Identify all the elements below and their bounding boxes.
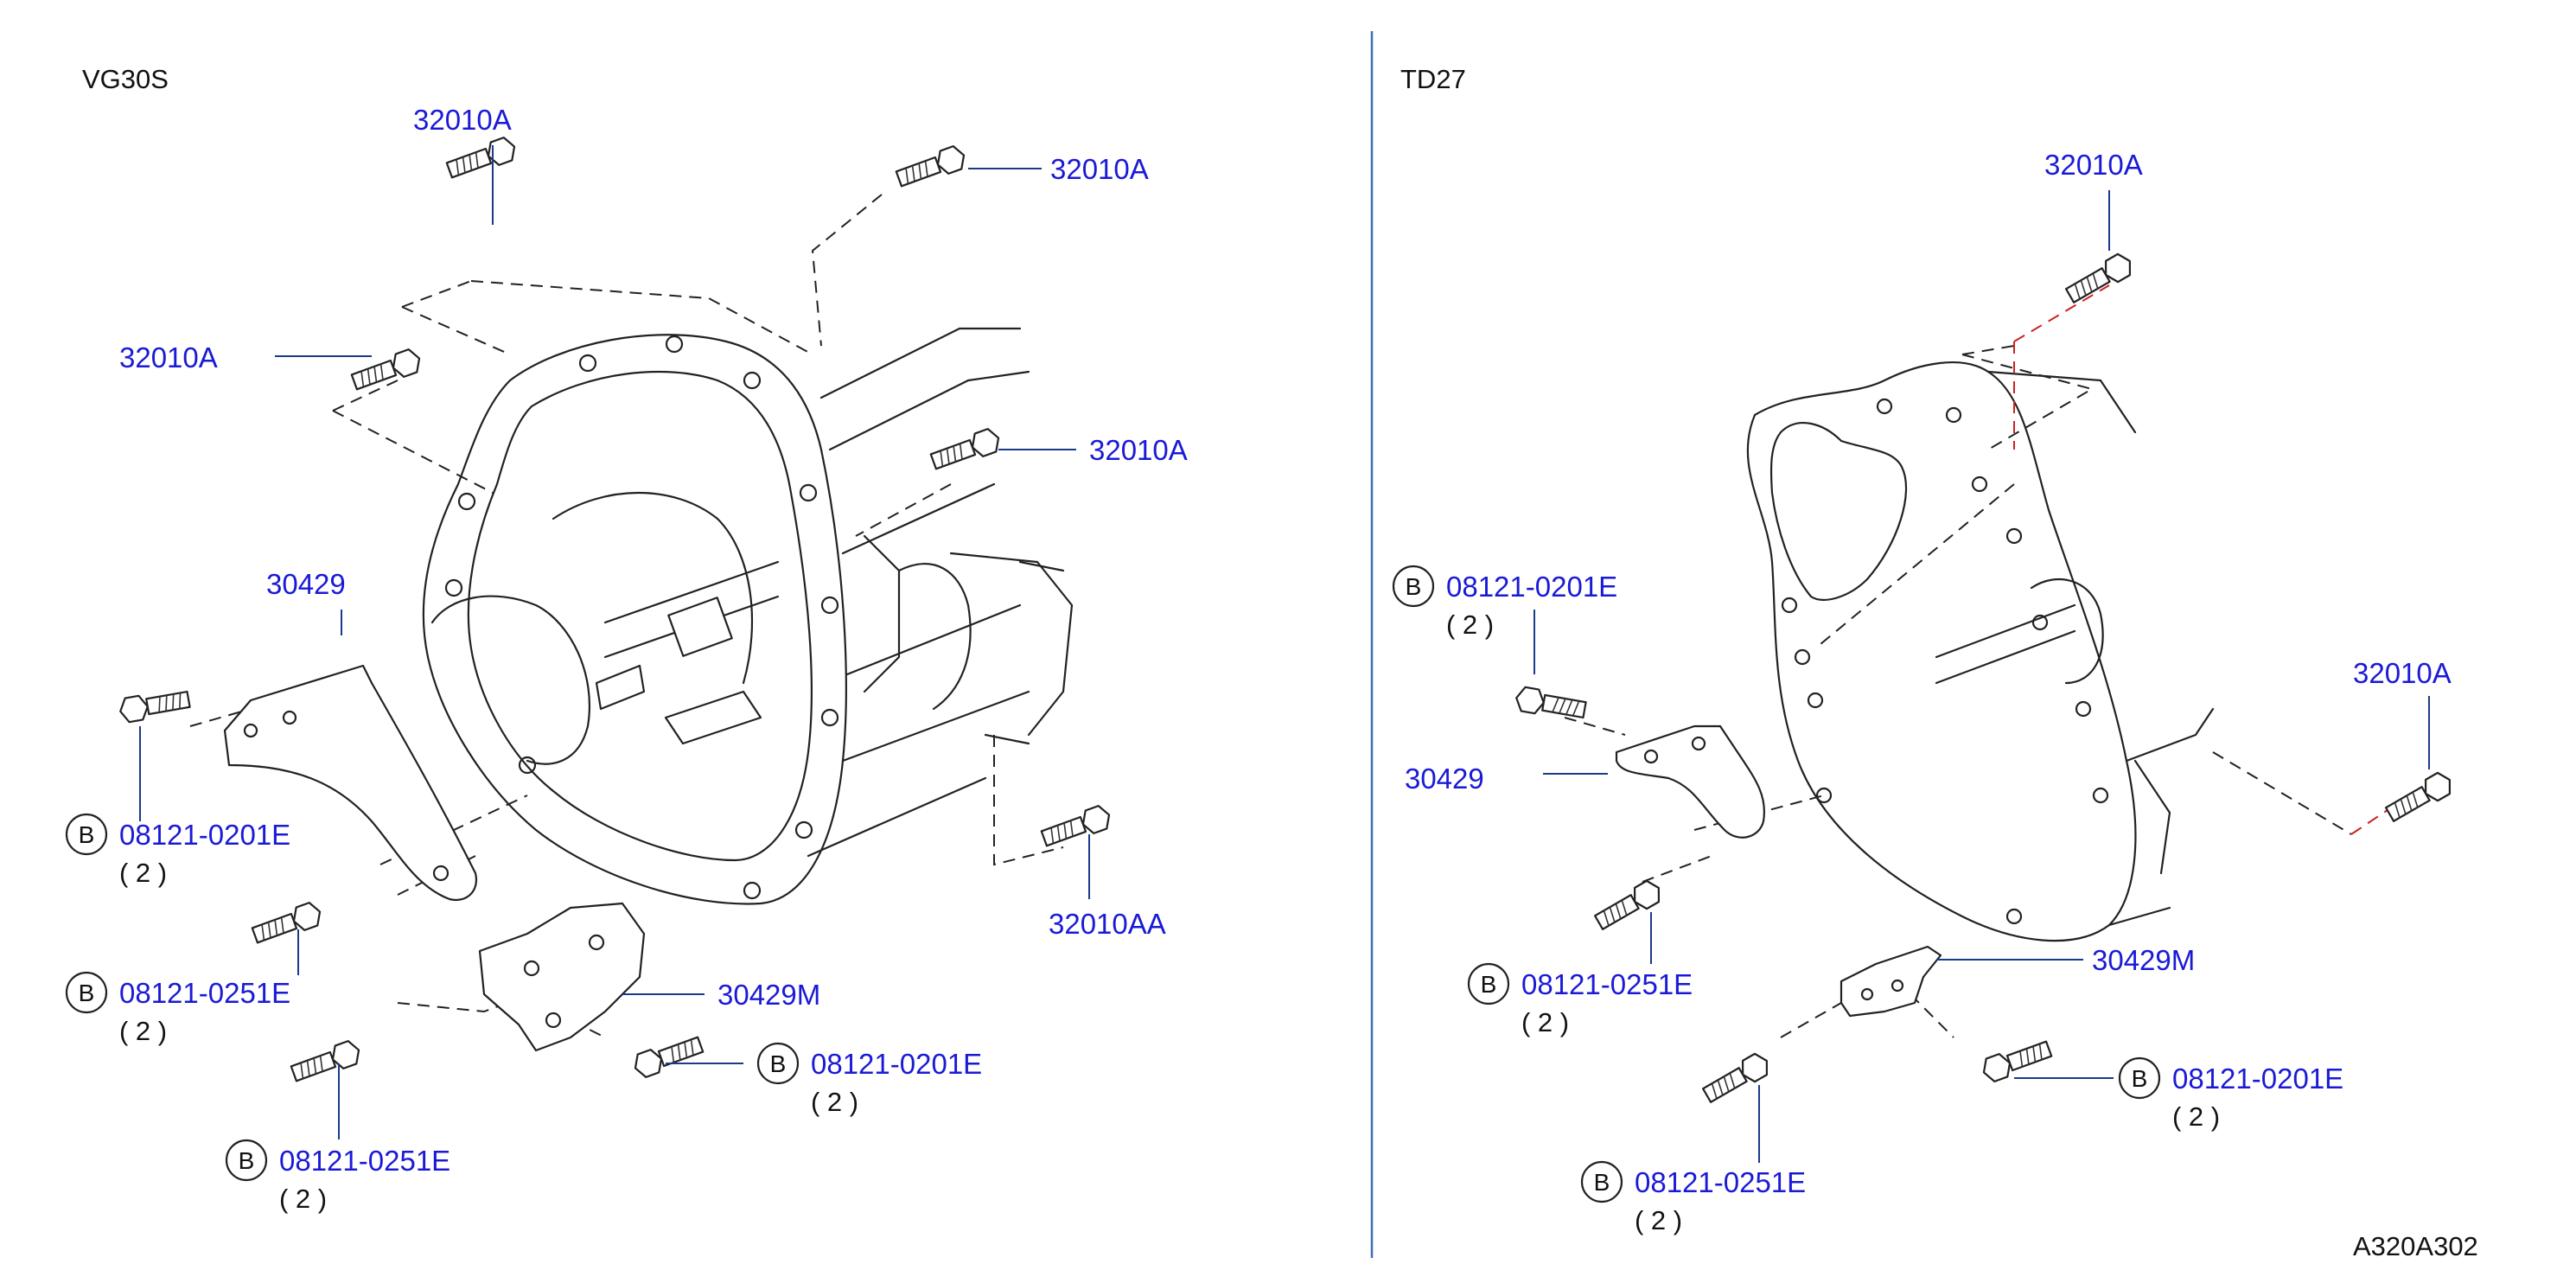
- left-bolt-a-icon: [117, 686, 192, 724]
- left-callout-bolt-c: B 08121-0201E ( 2 ): [756, 1042, 982, 1117]
- right-path-top: [1961, 345, 2095, 450]
- left-bolt-left-icon: [348, 346, 424, 395]
- left-bolt-top-right-icon: [893, 143, 969, 192]
- marker-b-icon: B: [770, 1050, 787, 1077]
- right-path-right: [2212, 751, 2352, 835]
- right-bolt-b-icon: [1591, 876, 1666, 935]
- left-path-upper-right: [811, 194, 883, 347]
- left-label-bolt-left: 32010A: [119, 341, 218, 373]
- marker-b-icon: B: [79, 980, 95, 1006]
- right-bolt-d-qty: ( 2 ): [1635, 1205, 1682, 1235]
- left-bolt-a-qty: ( 2 ): [119, 858, 167, 888]
- left-bracket-30429: [223, 664, 478, 902]
- right-callout-bolt-c: B 08121-0201E ( 2 ): [2118, 1056, 2343, 1132]
- left-path-bolt-d: [397, 985, 554, 1013]
- right-callout-bolt-a: B 08121-0201E ( 2 ): [1392, 565, 1617, 640]
- right-bolt-b-qty: ( 2 ): [1521, 1007, 1569, 1037]
- right-bolt-top-icon: [2063, 249, 2137, 308]
- left-bolt-b-qty: ( 2 ): [119, 1016, 167, 1046]
- right-bolt-right-icon: [2382, 768, 2457, 827]
- left-label-bolt-top-right: 32010A: [1050, 153, 1149, 185]
- right-bolt-a-icon: [1513, 685, 1588, 724]
- left-bolt-top-icon: [443, 134, 520, 183]
- left-bolt-mid-right-icon: [928, 425, 1004, 475]
- right-path-right-red: [2350, 799, 2404, 835]
- right-bolt-c-part: 08121-0201E: [2172, 1063, 2343, 1095]
- right-callout-bolt-b: B 08121-0251E ( 2 ): [1467, 962, 1693, 1037]
- right-label-bracket-lower: 30429M: [2092, 944, 2195, 976]
- right-label-bracket: 30429: [1405, 763, 1484, 795]
- right-callout-bolt-d: B 08121-0251E ( 2 ): [1580, 1160, 1806, 1235]
- left-label-bolt-lower-right: 32010AA: [1049, 908, 1166, 940]
- left-path-left: [332, 380, 494, 494]
- left-path-lower-right: [993, 735, 1064, 866]
- left-label-bolt-mid-right: 32010A: [1089, 434, 1188, 466]
- right-path-center: [1814, 483, 2015, 649]
- marker-b-icon: B: [1594, 1169, 1610, 1196]
- left-path-top: [401, 280, 813, 355]
- left-path-mid-right: [855, 483, 952, 537]
- marker-b-icon: B: [1481, 971, 1497, 998]
- left-label-bolt-top: 32010A: [413, 104, 512, 136]
- marker-b-icon: B: [2132, 1065, 2148, 1092]
- right-bolt-c-icon: [1979, 1036, 2055, 1085]
- right-path-bracket-lower: [1780, 993, 1954, 1038]
- left-callout-bolt-d: B 08121-0251E ( 2 ): [225, 1139, 450, 1214]
- right-section-title: TD27: [1400, 64, 1466, 94]
- left-bolt-d-qty: ( 2 ): [279, 1184, 327, 1214]
- diagram-code: A320A302: [2353, 1231, 2478, 1261]
- td27-transmission-housing: [1746, 361, 2215, 942]
- left-bolt-lower-right-icon: [1038, 802, 1114, 852]
- left-bolt-b-icon: [249, 899, 325, 948]
- right-bolt-b-part: 08121-0251E: [1521, 968, 1693, 1000]
- right-bolt-a-qty: ( 2 ): [1446, 610, 1494, 640]
- right-bolt-d-icon: [1699, 1049, 1774, 1107]
- left-bolt-d-part: 08121-0251E: [279, 1145, 450, 1177]
- right-bolt-c-qty: ( 2 ): [2172, 1101, 2220, 1132]
- left-bolt-a-part: 08121-0201E: [119, 819, 290, 851]
- left-label-bracket: 30429: [266, 568, 346, 600]
- marker-b-icon: B: [1406, 573, 1422, 600]
- left-bolt-c-part: 08121-0201E: [811, 1048, 982, 1080]
- right-path-bolt-a: [1564, 717, 1626, 736]
- left-callout-bolt-b: B 08121-0251E ( 2 ): [65, 971, 290, 1046]
- right-bolt-d-part: 08121-0251E: [1635, 1166, 1806, 1198]
- left-section-title: VG30S: [82, 64, 169, 94]
- left-label-bracket-lower: 30429M: [717, 979, 820, 1011]
- right-path-top-red: [2013, 284, 2110, 450]
- left-bracket-30429m: [478, 902, 646, 1052]
- left-bolt-c-qty: ( 2 ): [811, 1087, 858, 1117]
- marker-b-icon: B: [79, 821, 95, 848]
- marker-b-icon: B: [239, 1147, 255, 1174]
- right-label-bolt-top: 32010A: [2044, 149, 2143, 181]
- left-bolt-d-icon: [288, 1037, 364, 1087]
- left-path-bolt-a: [189, 708, 252, 727]
- left-bolt-b-part: 08121-0251E: [119, 977, 290, 1009]
- right-label-bolt-right: 32010A: [2353, 657, 2452, 689]
- left-callout-bolt-a: B 08121-0201E ( 2 ): [65, 813, 290, 888]
- right-bolt-a-part: 08121-0201E: [1446, 571, 1617, 603]
- vg30s-transmission-housing: [422, 327, 1074, 905]
- right-bracket-30429m: [1840, 945, 1942, 1018]
- left-bolt-c-icon: [630, 1031, 706, 1081]
- right-bracket-30429: [1615, 724, 1766, 839]
